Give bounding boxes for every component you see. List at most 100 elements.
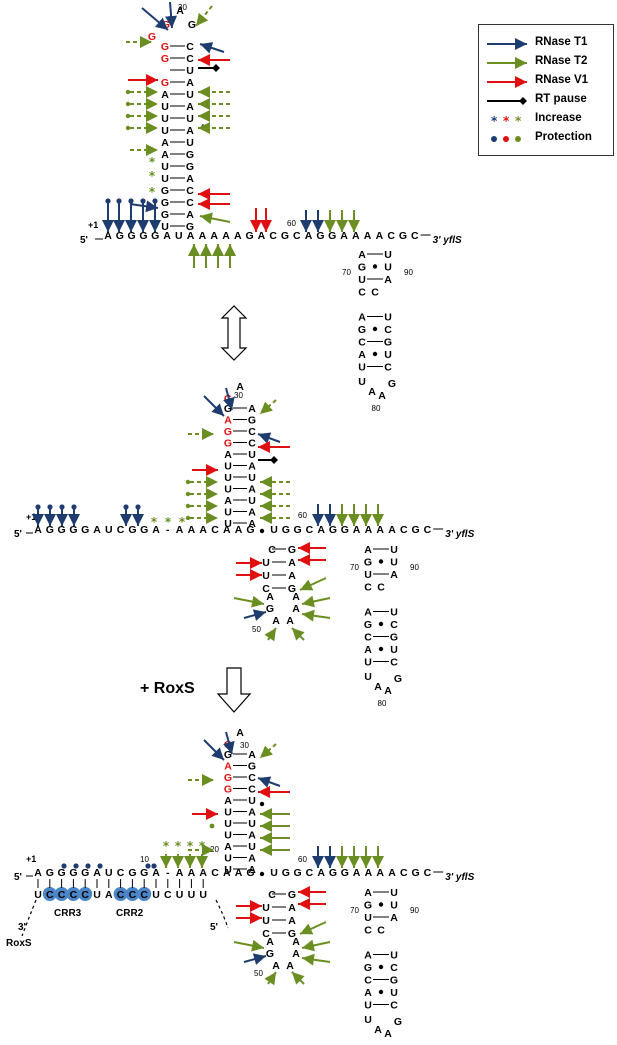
yfls-hairpin-nt: C [390, 962, 398, 974]
pair-dot [259, 801, 265, 807]
main-strand-nt: A [223, 867, 231, 879]
hairpin-nt: U [186, 89, 194, 101]
number-label: 50 [252, 625, 261, 634]
number-label: 70 [350, 563, 359, 572]
bottom-hairpin-nt: C [262, 928, 270, 940]
hairpin-nt: G [224, 749, 232, 761]
yfls-hairpin-nt: C [364, 632, 372, 644]
protection-dot [209, 823, 215, 829]
equilibrium-arrow-icon [220, 305, 248, 361]
main-strand-nt: C [306, 524, 314, 536]
main-strand-nt: G [399, 230, 407, 242]
main-strand-nt: A [210, 230, 218, 242]
protection-dot [151, 863, 157, 869]
hairpin-nt: C [186, 53, 194, 65]
increase-star: * [149, 155, 156, 169]
yfls-hairpin-nt: U [390, 644, 398, 656]
main-strand-nt: A [176, 867, 184, 879]
hairpin-nt: C [186, 197, 194, 209]
legend-t2-arrow-icon [487, 57, 527, 69]
svg-text:*: * [503, 114, 510, 128]
main-strand-nt: C [424, 867, 432, 879]
main-strand-nt: A [340, 230, 348, 242]
loop-nt: A [292, 591, 300, 603]
crr2-label: CRR2 [116, 908, 144, 919]
hairpin-nt: C [248, 772, 256, 784]
main-strand-nt: U [105, 524, 113, 536]
roxs-nt: U [152, 889, 160, 901]
yfls-hairpin-nt: G [364, 619, 372, 631]
main-strand-nt: C [211, 524, 219, 536]
main-strand-nt: G [140, 867, 148, 879]
roxs-name-label: RoxS [6, 938, 32, 949]
main-strand-nt: G [329, 524, 337, 536]
number-label: 30 [234, 391, 243, 400]
protection-dot [35, 504, 41, 510]
yfls-hairpin-nt: A [390, 912, 398, 924]
main-strand-nt: A [365, 524, 373, 536]
hairpin-nt: A [248, 403, 256, 415]
main-strand-nt: A [305, 230, 313, 242]
hairpin-nt: U [224, 507, 232, 519]
hairpin-nt: G [161, 77, 169, 89]
hairpin-nt: A [161, 137, 169, 149]
roxs-nt: U [93, 889, 101, 901]
roxs-dashed-end [215, 899, 229, 929]
hairpin-nt: G [224, 438, 232, 450]
roxs-nt: C [117, 889, 125, 901]
yfls-loop-nt: A [384, 685, 392, 697]
loop-nt: G [266, 603, 274, 615]
legend-label: Protection [535, 131, 592, 143]
hairpin-nt: U [186, 113, 194, 125]
hairpin-nt: A [186, 77, 194, 89]
main-strand-nt: C [117, 867, 125, 879]
bottom-hairpin-nt: U [262, 915, 270, 927]
yfls-hairpin-nt: U [390, 950, 398, 962]
roxs-nt: C [81, 889, 89, 901]
yfls-hairpin-nt: U [384, 349, 392, 361]
main-strand-nt: A [376, 524, 384, 536]
t2-arrow [264, 627, 277, 642]
yfls-hairpin-nt: C [377, 582, 385, 594]
main-strand-nt: A [258, 230, 266, 242]
yfls-hairpin-nt: A [358, 249, 366, 261]
protection-dot [61, 863, 67, 869]
legend-item-rnase-v1: RNase V1 [479, 73, 613, 91]
hairpin-nt: A [248, 518, 256, 530]
t2-arrow [264, 971, 277, 986]
plus-one-label: +1 [88, 220, 98, 230]
t1-arrow [257, 776, 281, 788]
main-strand-nt: A [365, 867, 373, 879]
hairpin-nt: U [161, 173, 169, 185]
number-label: 90 [410, 563, 419, 572]
increase-star: * [187, 839, 194, 853]
main-strand-nt: A [152, 867, 160, 879]
main-strand-nt: G [58, 867, 66, 879]
plus-one-label: +1 [26, 512, 36, 522]
protection-dot [123, 504, 129, 510]
protection-dot [105, 198, 111, 204]
increase-star: * [149, 185, 156, 199]
hairpin-nt: U [224, 518, 232, 530]
yfls-pair-dot [372, 264, 378, 269]
hairpin-nt: U [161, 125, 169, 137]
crr-highlight [42, 887, 57, 901]
main-strand-nt: A [93, 867, 101, 879]
yfls-hairpin-nt: G [390, 632, 398, 644]
main-strand-nt: G [412, 867, 420, 879]
yfls-hairpin-nt: U [390, 887, 398, 899]
hairpin-nt: U [248, 795, 256, 807]
hairpin-nt: U [248, 841, 256, 853]
yfls-pair-dot [378, 964, 384, 970]
hairpin-nt: G [224, 784, 232, 796]
yfls-hairpin-nt: A [364, 887, 372, 899]
t1-arrow [203, 739, 225, 761]
main-strand-nt: C [211, 867, 219, 879]
loop-nt: A [266, 591, 274, 603]
five-prime-label: 5' [14, 872, 22, 883]
yfls-pair-dot [372, 326, 378, 332]
yfls-loop-nt: U [358, 376, 366, 388]
hairpin-nt: C [248, 784, 256, 796]
legend-label: Increase [535, 112, 582, 124]
legend-item-rt-pause: RT pause [479, 92, 613, 110]
